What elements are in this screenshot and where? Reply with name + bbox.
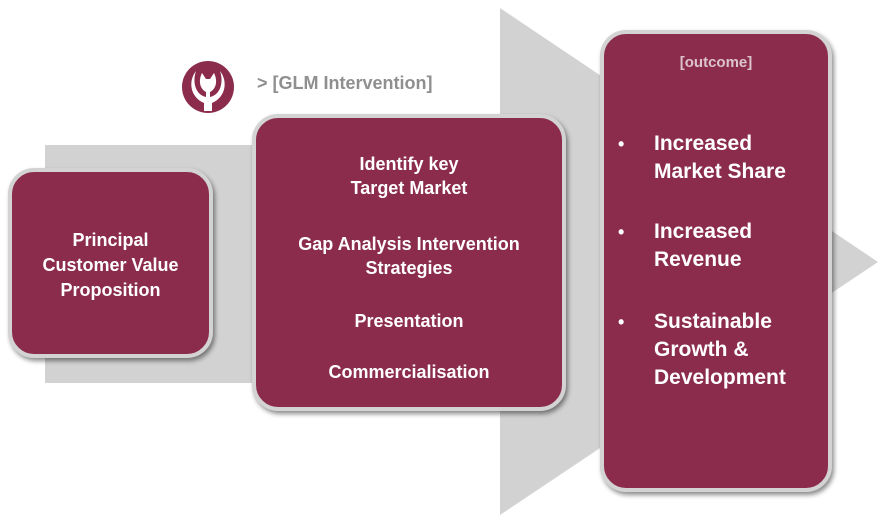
outcome-box: [outcome] • Increased Market Share • Inc… — [600, 30, 832, 492]
stage1-line: Customer Value — [42, 255, 179, 275]
outcome-line: Development — [654, 366, 786, 389]
bullet-icon: • — [618, 134, 625, 154]
value-proposition-text: Principal Customer Value Proposition — [12, 228, 209, 303]
step-line: Gap Analysis Intervention — [298, 234, 520, 254]
step-gap-analysis: Gap Analysis Intervention Strategies — [256, 232, 562, 280]
outcome-revenue: • Increased Revenue — [618, 218, 818, 274]
step-line: Presentation — [354, 311, 464, 331]
step-presentation: Presentation — [256, 309, 562, 333]
step-line: Identify key — [359, 154, 459, 174]
outcome-line: Growth & — [654, 338, 749, 361]
bullet-icon: • — [618, 312, 625, 332]
outcome-header: [outcome] — [679, 54, 753, 71]
intervention-steps-box: Identify key Target Market Gap Analysis … — [252, 114, 566, 411]
stage1-line: Proposition — [60, 280, 161, 300]
step-line: Commercialisation — [328, 362, 490, 382]
glm-logo-icon — [182, 61, 234, 113]
step-target-market: Identify key Target Market — [256, 152, 562, 200]
step-line: Strategies — [365, 258, 453, 278]
step-line: Target Market — [350, 178, 468, 198]
stage1-line: Principal — [72, 230, 149, 250]
glm-intervention-label: > [GLM Intervention] — [257, 73, 433, 93]
outcome-line: Increased — [654, 220, 753, 243]
bullet-icon: • — [618, 222, 625, 242]
outcome-line: Sustainable — [654, 310, 772, 333]
outcome-line: Market Share — [654, 160, 786, 183]
step-commercialisation: Commercialisation — [256, 360, 562, 384]
value-proposition-box: Principal Customer Value Proposition — [8, 168, 213, 358]
outcome-sustainable-growth: • Sustainable Growth & Development — [618, 308, 818, 392]
outcome-market-share: • Increased Market Share — [618, 130, 818, 186]
outcome-line: Increased — [654, 132, 753, 155]
outcome-line: Revenue — [654, 248, 742, 271]
